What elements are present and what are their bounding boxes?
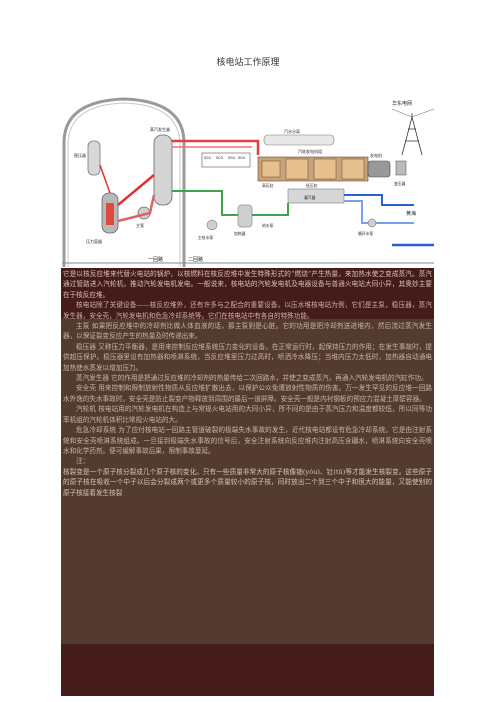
circulating-pump-shape [367, 218, 377, 228]
s02-label: S02 [204, 156, 211, 160]
transmission-tower-icon [401, 113, 423, 156]
containment-inner [67, 102, 181, 267]
cooling-outlet-line [344, 194, 414, 206]
main-pump-label: 主泵 [136, 222, 144, 228]
highlight-band-bottom [61, 644, 434, 696]
lp-cylinder-2 [313, 158, 337, 180]
moisture-separator-label: 汽水分离 [284, 128, 300, 134]
condenser-shape [287, 188, 345, 204]
main-steam-line [172, 139, 260, 155]
article-paragraph-containment: 安全壳 用来控制和限制放射性物质从反应堆扩散出去，以保护公众免遭放射性物质的伤害… [63, 384, 432, 403]
article-paragraph-intro: 它是以核反应堆来代替火电站的锅炉，以核燃料在核反应堆中发生特殊形式的“燃烧”产生… [63, 270, 432, 299]
moisture-separator-shape [263, 134, 335, 146]
cooling-inlet-line [344, 200, 414, 224]
generator-shape [367, 160, 391, 178]
circulating-pump-label: 循环水泵 [358, 231, 373, 236]
condenser-label: 凝汽器 [304, 195, 316, 200]
article-paragraph-turbine: 汽轮机 核电站用的汽轮发电机在构造上与常规火电站用的大同小异，所不同的是由于蒸汽… [63, 405, 432, 424]
article-paragraph-main-pump: 主泵 如果把反应堆中的冷却剂比做人体血液的话，那主泵则是心脏。它的功用是把冷却剂… [63, 322, 432, 341]
hp-cylinder [261, 160, 281, 178]
article-paragraph-steam-generator: 蒸汽发生器 它的作用是把通过反应堆的冷却剂的热量传给二次回路水，并使之变成蒸汽，… [76, 374, 428, 383]
containment-dome [62, 97, 186, 267]
diagram-svg: 稳压器 压力容器 主泵 蒸汽发生器 S02 S03 S04 S04 汽水分离 [62, 97, 434, 267]
reactor-core [106, 203, 114, 225]
river-label: 黄海 [406, 210, 416, 217]
pressurizer-shape [87, 140, 101, 176]
pressure-vessel-label: 压力容器 [86, 238, 102, 244]
heater-shape [237, 204, 253, 228]
cold-leg-pipe [117, 194, 156, 223]
nuclear-plant-diagram: 稳压器 压力容器 主泵 蒸汽发生器 S02 S03 S04 S04 汽水分离 [62, 95, 434, 267]
turbine-label: 汽轮发电机组 [298, 148, 322, 154]
loop1-label: 一回路 [148, 256, 163, 263]
feedwater-pump-label: 主给水泵 [198, 235, 213, 240]
heater-label: 加热器 [234, 231, 246, 236]
s04b-label: S04 [238, 156, 246, 160]
surge-line [99, 164, 111, 194]
hot-leg-pipe [117, 174, 155, 206]
feedwater-label: 给水泵 [262, 223, 274, 228]
article-paragraph-fission-note: 核裂变是一个原子核分裂成几个原子核的变化。只有一些质量非常大的原子核像铀(yóu… [63, 467, 432, 497]
feedwater-pump-shape [206, 219, 218, 231]
article-paragraph-equipment: 核电站除了关键设备——核反应堆外，还有许多与之配合的重要设备。以压水堆核电站为例… [63, 301, 432, 320]
transformer-label: 变压器 [394, 181, 406, 186]
loop2-label: 二回路 [188, 256, 203, 263]
pressurizer-label: 稳压器 [74, 152, 86, 158]
grid-label: 华东电网 [392, 100, 412, 107]
article-paragraph-emergency-cooling: 危急冷却系统 为了应付核电站一回路主管道破裂的极端失水事故的发生，近代核电站都设… [63, 426, 432, 455]
generator-label: 发电机 [370, 152, 382, 158]
steam-generator-shape [153, 134, 173, 206]
steam-generator-label: 蒸汽发生器 [150, 126, 170, 132]
lp-cylinder-1 [285, 158, 309, 180]
condensate-line [258, 203, 289, 216]
article-note-heading: 注： [76, 457, 90, 466]
valve-box [201, 152, 251, 168]
page-title: 核电站工作原理 [216, 58, 280, 68]
s03-label: S03 [216, 156, 223, 160]
power-line [391, 108, 434, 118]
hp-label: 高压缸 [262, 183, 274, 188]
highlight-band-top [61, 268, 434, 319]
article-panel: 它是以核反应堆来代替火电站的锅炉，以核燃料在核反应堆中发生特殊形式的“燃烧”产生… [61, 268, 434, 696]
s04-label: S04 [228, 156, 236, 160]
lp-label: 低压缸 [306, 183, 318, 188]
transformer-shape [395, 160, 407, 176]
lp-cylinder-3 [341, 158, 365, 180]
article-paragraph-pressurizer: 稳压器 又称压力平衡器，是用来控制反应堆系统压力变化的设备。在正常运行时，起保持… [63, 342, 432, 372]
